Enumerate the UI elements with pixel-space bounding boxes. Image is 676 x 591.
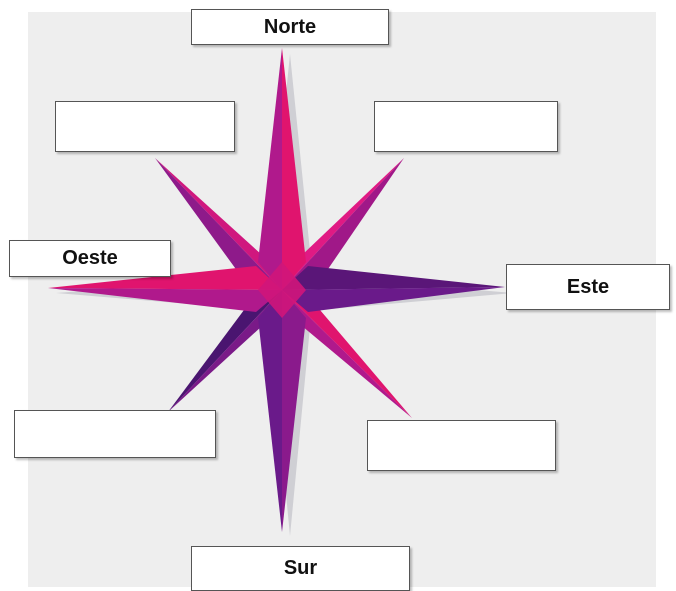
label-north: Norte (191, 9, 389, 45)
point-north-right (282, 48, 306, 290)
point-east-bottom (282, 287, 505, 312)
point-south-left (258, 290, 282, 532)
label-southeast-blank[interactable] (367, 420, 556, 471)
label-west: Oeste (9, 240, 171, 277)
point-west-bottom (48, 288, 282, 312)
label-south: Sur (191, 546, 410, 591)
label-southwest-blank[interactable] (14, 410, 216, 458)
label-east: Este (506, 264, 670, 310)
label-northwest-blank[interactable] (55, 101, 235, 152)
label-northeast-blank[interactable] (374, 101, 558, 152)
point-south-right (282, 290, 306, 532)
point-north-left (258, 48, 282, 290)
point-east-top (282, 266, 505, 290)
